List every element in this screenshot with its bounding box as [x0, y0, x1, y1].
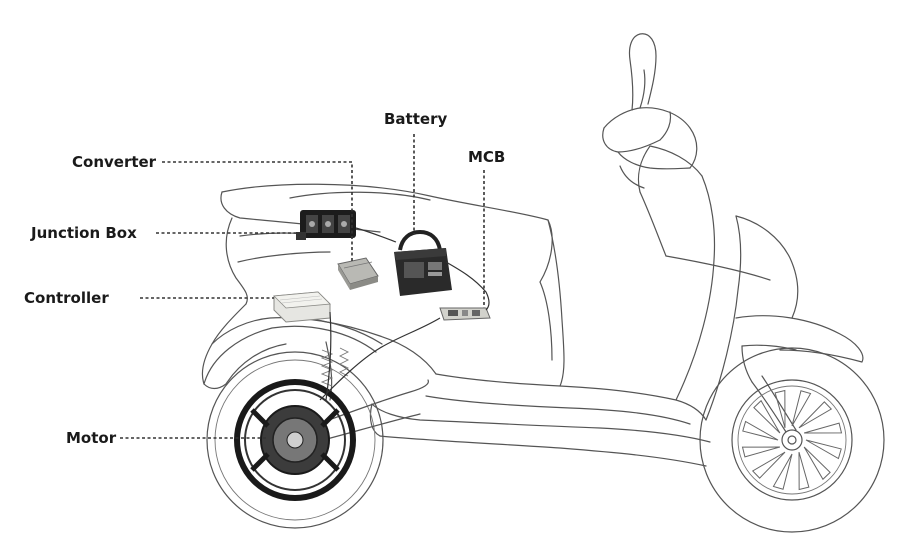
wheel-spoke — [803, 446, 831, 481]
label-motor: Motor — [66, 429, 117, 447]
label-junction-box: Junction Box — [31, 224, 137, 242]
controller-icon — [273, 291, 331, 323]
scooter-outline — [201, 33, 885, 533]
wheel-spoke — [741, 446, 781, 458]
wheel-spoke — [803, 422, 843, 434]
wheel-spoke — [798, 401, 833, 429]
label-battery: Battery — [384, 110, 448, 128]
wheel-spoke — [742, 420, 779, 441]
label-mcb: MCB — [468, 148, 506, 166]
wheel-spoke — [753, 399, 781, 434]
wheel-spoke — [805, 439, 842, 460]
wiring — [319, 227, 490, 401]
mcb-icon — [439, 307, 491, 321]
wheel-spoke — [772, 453, 793, 490]
label-converter: Converter — [72, 153, 157, 171]
label-controller: Controller — [24, 289, 109, 307]
leader-converter — [162, 161, 353, 262]
wheel-spoke — [791, 390, 812, 427]
wheel-spoke — [798, 451, 810, 491]
battery-icon — [394, 229, 452, 296]
wheel-spoke — [751, 451, 786, 479]
junction-box-icon — [296, 210, 356, 240]
motor-icon — [234, 379, 356, 501]
wheel-spoke — [774, 389, 786, 429]
front-wheel-spokes — [741, 389, 843, 491]
leader-lines — [120, 134, 485, 439]
converter-icon — [337, 257, 379, 290]
